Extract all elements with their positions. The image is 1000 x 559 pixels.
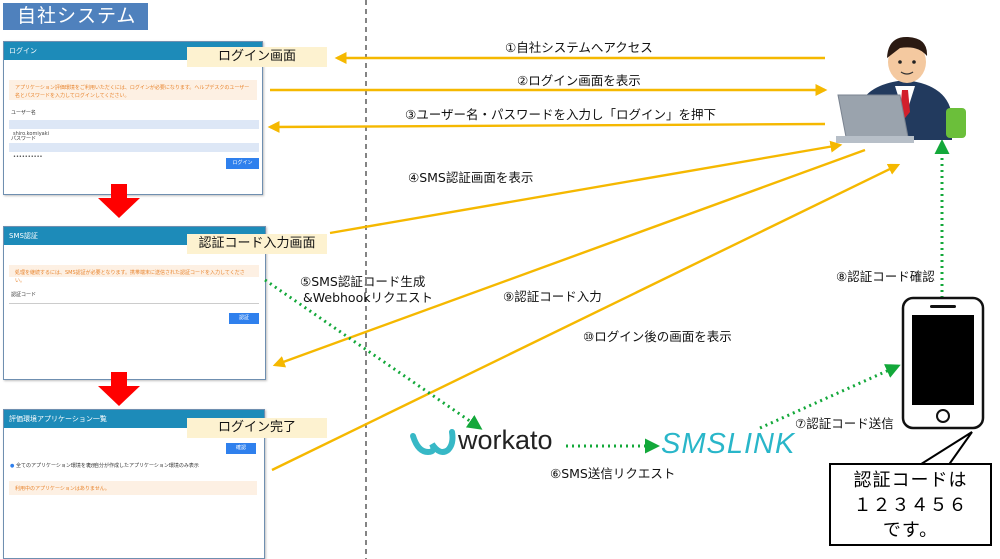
step1-label: ①自社システムへアクセス xyxy=(505,40,653,55)
red-arrow-2 xyxy=(98,372,140,406)
smslink-logo: SMSLINK xyxy=(661,428,796,460)
code-field[interactable] xyxy=(9,303,259,304)
step5-label-line2: &Webhookリクエスト xyxy=(303,290,433,305)
login-notice: アプリケーション評価環境をご利用いただくには、ログインが必要になります。ヘルプデ… xyxy=(9,80,257,100)
radio-mine[interactable]: ○ 自分が作成したアプリケーション環境のみ表示 xyxy=(88,463,199,469)
workato-logo-text: workato xyxy=(458,425,553,455)
step8-label: ⑧認証コード確認 xyxy=(836,269,935,284)
chip-login-done: ログイン完了 xyxy=(187,418,327,438)
arrow-step3 xyxy=(267,120,826,133)
username-label: ユーザー名 xyxy=(11,110,36,116)
step4-label: ④SMS認証画面を表示 xyxy=(408,170,534,185)
chip-code-screen: 認証コード入力画面 xyxy=(187,234,327,254)
step10-label: ⑩ログイン後の画面を表示 xyxy=(583,329,732,344)
radio-mine-label: 自分が作成したアプリケーション環境のみ表示 xyxy=(93,463,199,469)
callout-line1: 認証コードは xyxy=(853,470,968,491)
arrow-step10 xyxy=(271,163,901,472)
step7-label: ⑦認証コード送信 xyxy=(795,416,894,431)
password-label: パスワード xyxy=(11,136,37,142)
arrow-step5 xyxy=(264,278,483,430)
chip-login-screen: ログイン画面 xyxy=(187,47,327,67)
password-field[interactable]: •••••••••• xyxy=(9,143,259,160)
callout-line3: です。 xyxy=(882,520,939,541)
step9-label: ⑨認証コード入力 xyxy=(503,289,602,304)
arrow-step9 xyxy=(272,148,866,368)
login-button[interactable]: ログイン xyxy=(226,158,259,169)
password-value: •••••••••• xyxy=(13,154,43,160)
system-title: 自社システム xyxy=(3,3,148,30)
step6-label: ⑥SMS送信リクエスト xyxy=(550,466,676,481)
empty-notice: 利用中のアプリケーションはありません。 xyxy=(9,481,257,495)
radio-all[interactable]: ● 全てのアプリケーション環境を表示 xyxy=(10,463,96,469)
callout-line2: １２３４５６ xyxy=(853,495,968,516)
step5-label-line1: ⑤SMS認証コード生成 xyxy=(300,274,426,289)
code-label: 認証コード xyxy=(11,292,37,298)
radio-all-label: 全てのアプリケーション環境を表示 xyxy=(15,463,96,469)
username-value: shiro.komiyaki xyxy=(13,131,50,137)
callout-pointer xyxy=(914,431,973,468)
smartphone-icon xyxy=(901,296,985,430)
user-at-laptop-icon xyxy=(836,36,966,143)
auth-code-callout: 認証コードは １２３４５６ です。 xyxy=(829,463,992,546)
workato-logo-icon xyxy=(410,429,456,456)
arrow-step7 xyxy=(759,364,901,430)
arrow-step4 xyxy=(329,140,843,235)
red-arrow-1 xyxy=(98,184,140,218)
username-field[interactable]: shiro.komiyaki xyxy=(9,120,259,137)
step3-label: ③ユーザー名・パスワードを入力し「ログイン」を押下 xyxy=(405,107,716,122)
sms-notice: 処理を継続するには、SMS認証が必要となります。携帯端末に送信された認証コードを… xyxy=(9,265,259,284)
confirm-button[interactable]: 確認 xyxy=(226,443,256,454)
step2-label: ②ログイン画面を表示 xyxy=(517,73,641,88)
auth-button[interactable]: 認証 xyxy=(229,313,259,324)
